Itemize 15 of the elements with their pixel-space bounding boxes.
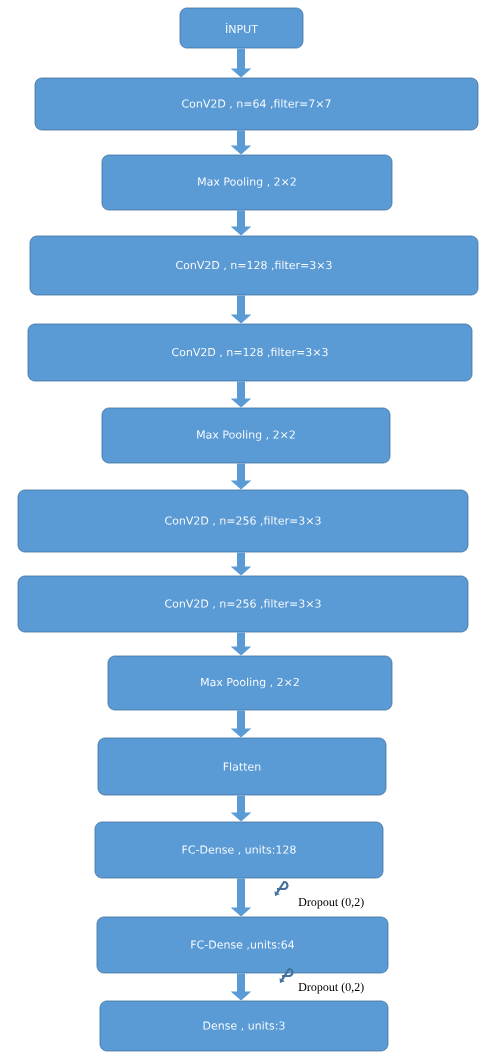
layer-box: İNPUT	[179, 7, 304, 49]
layer-box: FC-Dense , units:128	[94, 821, 384, 879]
layer-box: ConV2D , n=128 ,filter=3×3	[27, 323, 473, 382]
layer-box: ConV2D , n=256 ,filter=3×3	[17, 575, 469, 633]
layer-box: ConV2D , n=256 ,filter=3×3	[17, 489, 469, 553]
layer-box: Dense , units:3	[99, 1000, 389, 1052]
layer-box: ConV2D , n=64 ,filter=7×7	[34, 77, 479, 131]
layer-box: ConV2D , n=128 ,filter=3×3	[29, 235, 479, 296]
annotation-text: Dropout (0,2)	[298, 982, 364, 994]
layer-box: Max Pooling , 2×2	[107, 655, 393, 711]
layer-box: Flatten	[97, 737, 387, 796]
layer-box: FC-Dense ,units:64	[96, 916, 389, 974]
annotation-text: Dropout (0,2)	[298, 897, 364, 909]
layer-box: Max Pooling , 2×2	[101, 154, 393, 211]
layer-box: Max Pooling , 2×2	[101, 407, 391, 464]
